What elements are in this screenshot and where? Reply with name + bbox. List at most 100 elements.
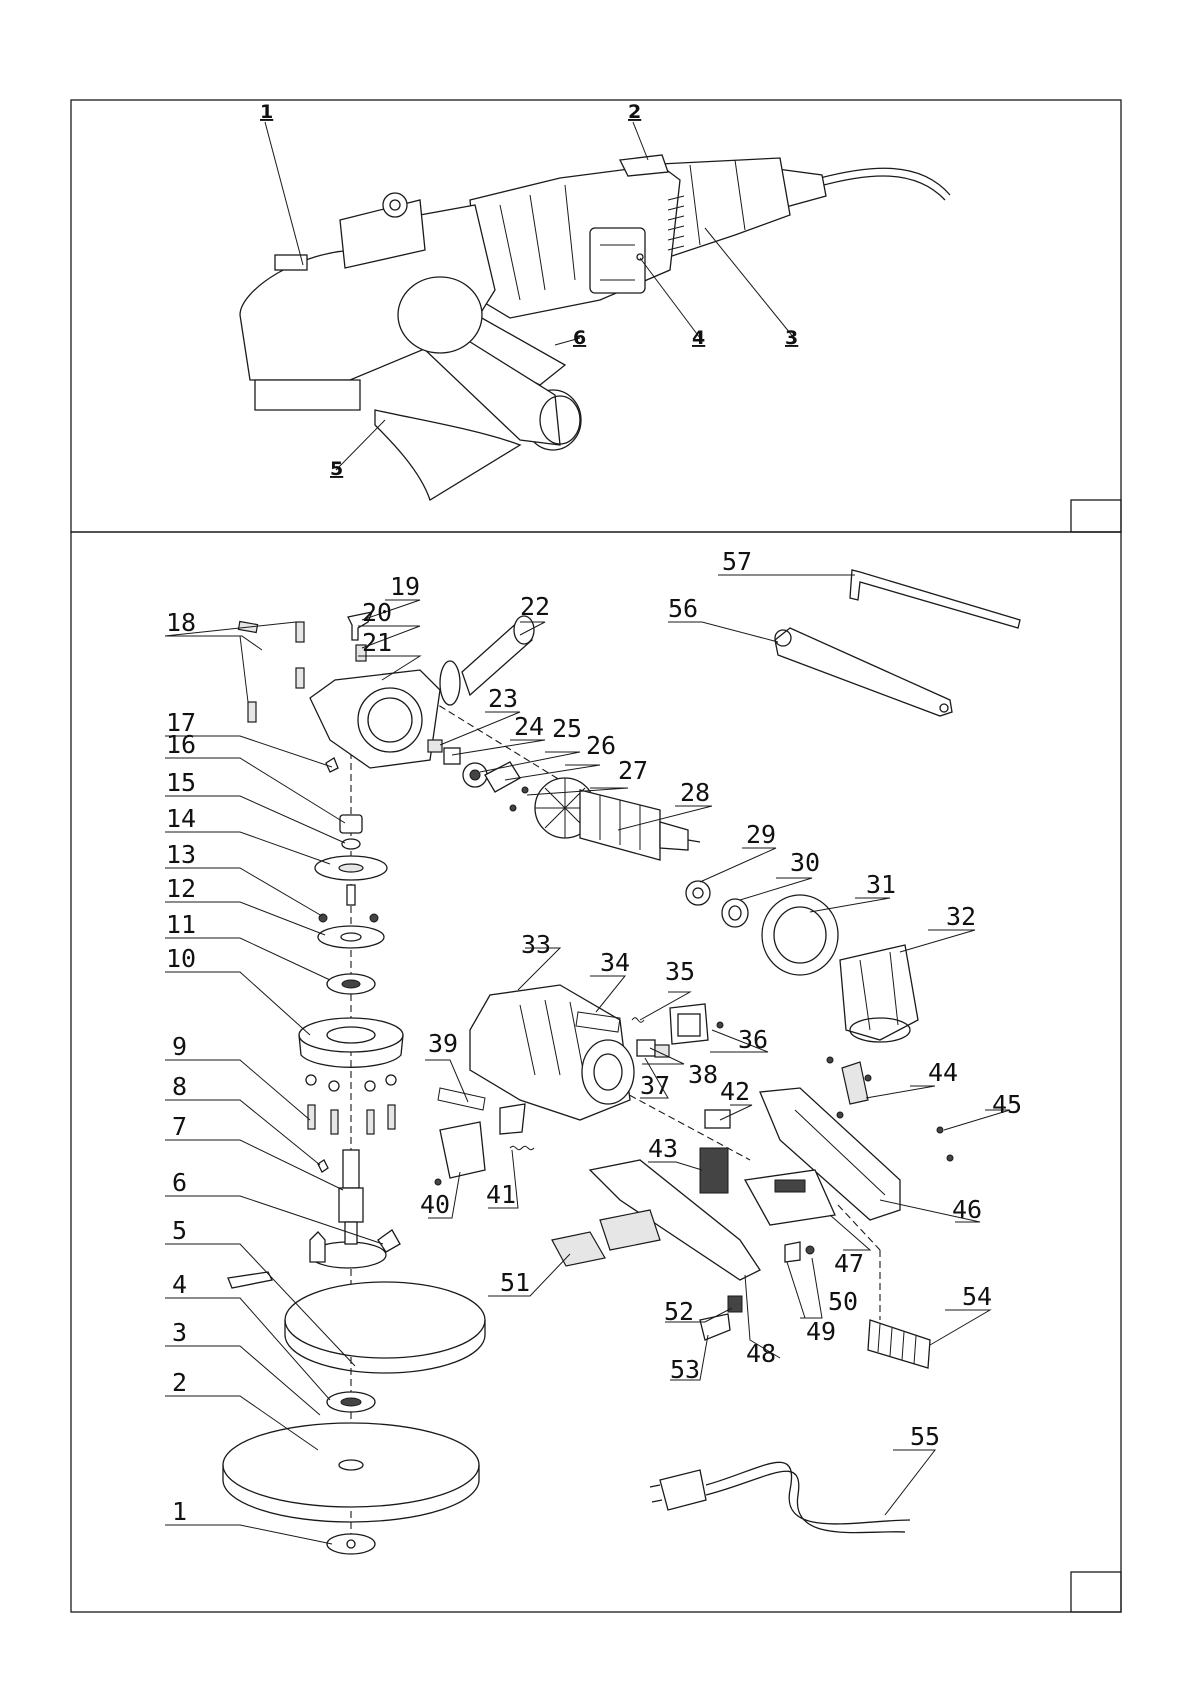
part-number-55: 55 bbox=[910, 1422, 940, 1451]
part-number-2: 2 bbox=[172, 1368, 187, 1397]
part-number-37: 37 bbox=[640, 1071, 670, 1100]
grinding-wheel bbox=[223, 1423, 479, 1522]
capacitor bbox=[705, 1110, 730, 1128]
callout-5: 5 bbox=[330, 458, 343, 480]
part-number-49: 49 bbox=[806, 1317, 836, 1346]
wheel-guard bbox=[375, 410, 520, 500]
part-number-41: 41 bbox=[486, 1180, 516, 1209]
part-number-19: 19 bbox=[390, 572, 420, 601]
part-number-31: 31 bbox=[866, 870, 896, 899]
pin-spanner bbox=[775, 628, 952, 716]
switch-cover bbox=[590, 228, 645, 293]
part-number-36: 36 bbox=[738, 1025, 768, 1054]
part-number-12: 12 bbox=[166, 874, 196, 903]
part-number-5: 5 bbox=[172, 1216, 187, 1245]
part-number-22: 22 bbox=[520, 592, 550, 621]
part-number-4: 4 bbox=[172, 1270, 187, 1299]
switch-unit bbox=[745, 1170, 835, 1225]
retaining-pin bbox=[326, 758, 338, 772]
warning-label bbox=[438, 1088, 485, 1110]
armature bbox=[535, 778, 700, 860]
motor-housing bbox=[470, 165, 680, 318]
part-number-43: 43 bbox=[648, 1134, 678, 1163]
brush-cover bbox=[842, 1062, 868, 1104]
part-number-42: 42 bbox=[720, 1077, 750, 1106]
part-number-9: 9 bbox=[172, 1032, 187, 1061]
bearing-sleeve bbox=[722, 899, 748, 927]
bearing-flange bbox=[299, 1018, 403, 1067]
part-number-18: 18 bbox=[166, 608, 196, 637]
overview-frame bbox=[71, 100, 1121, 532]
outer-flange-nut bbox=[327, 1534, 375, 1554]
part-number-44: 44 bbox=[928, 1058, 958, 1087]
motor-housing-part bbox=[470, 985, 634, 1120]
part-number-6: 6 bbox=[172, 1168, 187, 1197]
lock-off-spring bbox=[728, 1296, 742, 1312]
needle-roller-bearing bbox=[340, 815, 362, 833]
part-number-3: 3 bbox=[172, 1318, 187, 1347]
guard-clamp-screw bbox=[228, 1272, 272, 1288]
part-number-34: 34 bbox=[600, 948, 630, 977]
part-number-46: 46 bbox=[952, 1195, 982, 1224]
spindle-flange bbox=[255, 380, 360, 410]
part-number-35: 35 bbox=[665, 957, 695, 986]
spindle bbox=[339, 1150, 363, 1244]
callout-6: 6 bbox=[573, 327, 586, 349]
part-number-52: 52 bbox=[664, 1297, 694, 1326]
needle-bearing bbox=[428, 740, 442, 752]
plug-cord bbox=[650, 1462, 910, 1532]
plate-screw bbox=[522, 787, 528, 793]
callout-2: 2 bbox=[628, 101, 641, 123]
callout-1: 1 bbox=[260, 101, 273, 123]
part-number-20: 20 bbox=[362, 598, 392, 627]
switch-lever bbox=[500, 1104, 525, 1134]
part-number-14: 14 bbox=[166, 804, 196, 833]
part-number-33: 33 bbox=[521, 930, 551, 959]
part-number-45: 45 bbox=[992, 1090, 1022, 1119]
rear-bearing bbox=[686, 881, 710, 905]
part-number-23: 23 bbox=[488, 684, 518, 713]
part-number-7: 7 bbox=[172, 1112, 187, 1141]
woodruff-key bbox=[318, 1160, 328, 1172]
part-number-15: 15 bbox=[166, 768, 196, 797]
part-number-8: 8 bbox=[172, 1072, 187, 1101]
part-number-24: 24 bbox=[514, 712, 544, 741]
part-number-51: 51 bbox=[500, 1268, 530, 1297]
cable-sleeve-part bbox=[868, 1320, 930, 1368]
switch-slider bbox=[637, 1040, 655, 1056]
part-number-47: 47 bbox=[834, 1249, 864, 1278]
hex-key bbox=[850, 570, 1020, 628]
grinder-overview bbox=[240, 155, 950, 500]
overview-page-tab bbox=[1071, 500, 1121, 532]
part-number-50: 50 bbox=[828, 1287, 858, 1316]
drive-pinion bbox=[444, 748, 460, 764]
part-number-53: 53 bbox=[670, 1355, 700, 1384]
part-number-17: 17 bbox=[166, 708, 196, 737]
exploded-parts bbox=[223, 570, 1020, 1554]
callout-4: 4 bbox=[692, 327, 705, 349]
part-number-56: 56 bbox=[668, 594, 698, 623]
part-number-39: 39 bbox=[428, 1029, 458, 1058]
part-number-57: 57 bbox=[722, 547, 752, 576]
part-number-21: 21 bbox=[362, 628, 392, 657]
side-handle-part bbox=[440, 616, 534, 705]
exploded-page-tab bbox=[1071, 1572, 1121, 1612]
lock-off-button bbox=[700, 1314, 730, 1340]
callout-3: 3 bbox=[785, 327, 798, 349]
noise-filter bbox=[700, 1148, 728, 1193]
switch-frame bbox=[670, 1004, 708, 1044]
air-baffle bbox=[762, 895, 838, 975]
lock-button bbox=[620, 155, 668, 176]
part-number-10: 10 bbox=[166, 944, 196, 973]
gear-housing-screws bbox=[238, 621, 304, 722]
part-number-26: 26 bbox=[586, 731, 616, 760]
part-number-27: 27 bbox=[618, 756, 648, 785]
part-number-32: 32 bbox=[946, 902, 976, 931]
part-number-1: 1 bbox=[172, 1497, 187, 1526]
part-number-28: 28 bbox=[680, 778, 710, 807]
retainer-screws bbox=[319, 914, 378, 922]
stator bbox=[840, 945, 918, 1042]
part-number-29: 29 bbox=[746, 820, 776, 849]
wheel-guard-part bbox=[285, 1232, 485, 1373]
